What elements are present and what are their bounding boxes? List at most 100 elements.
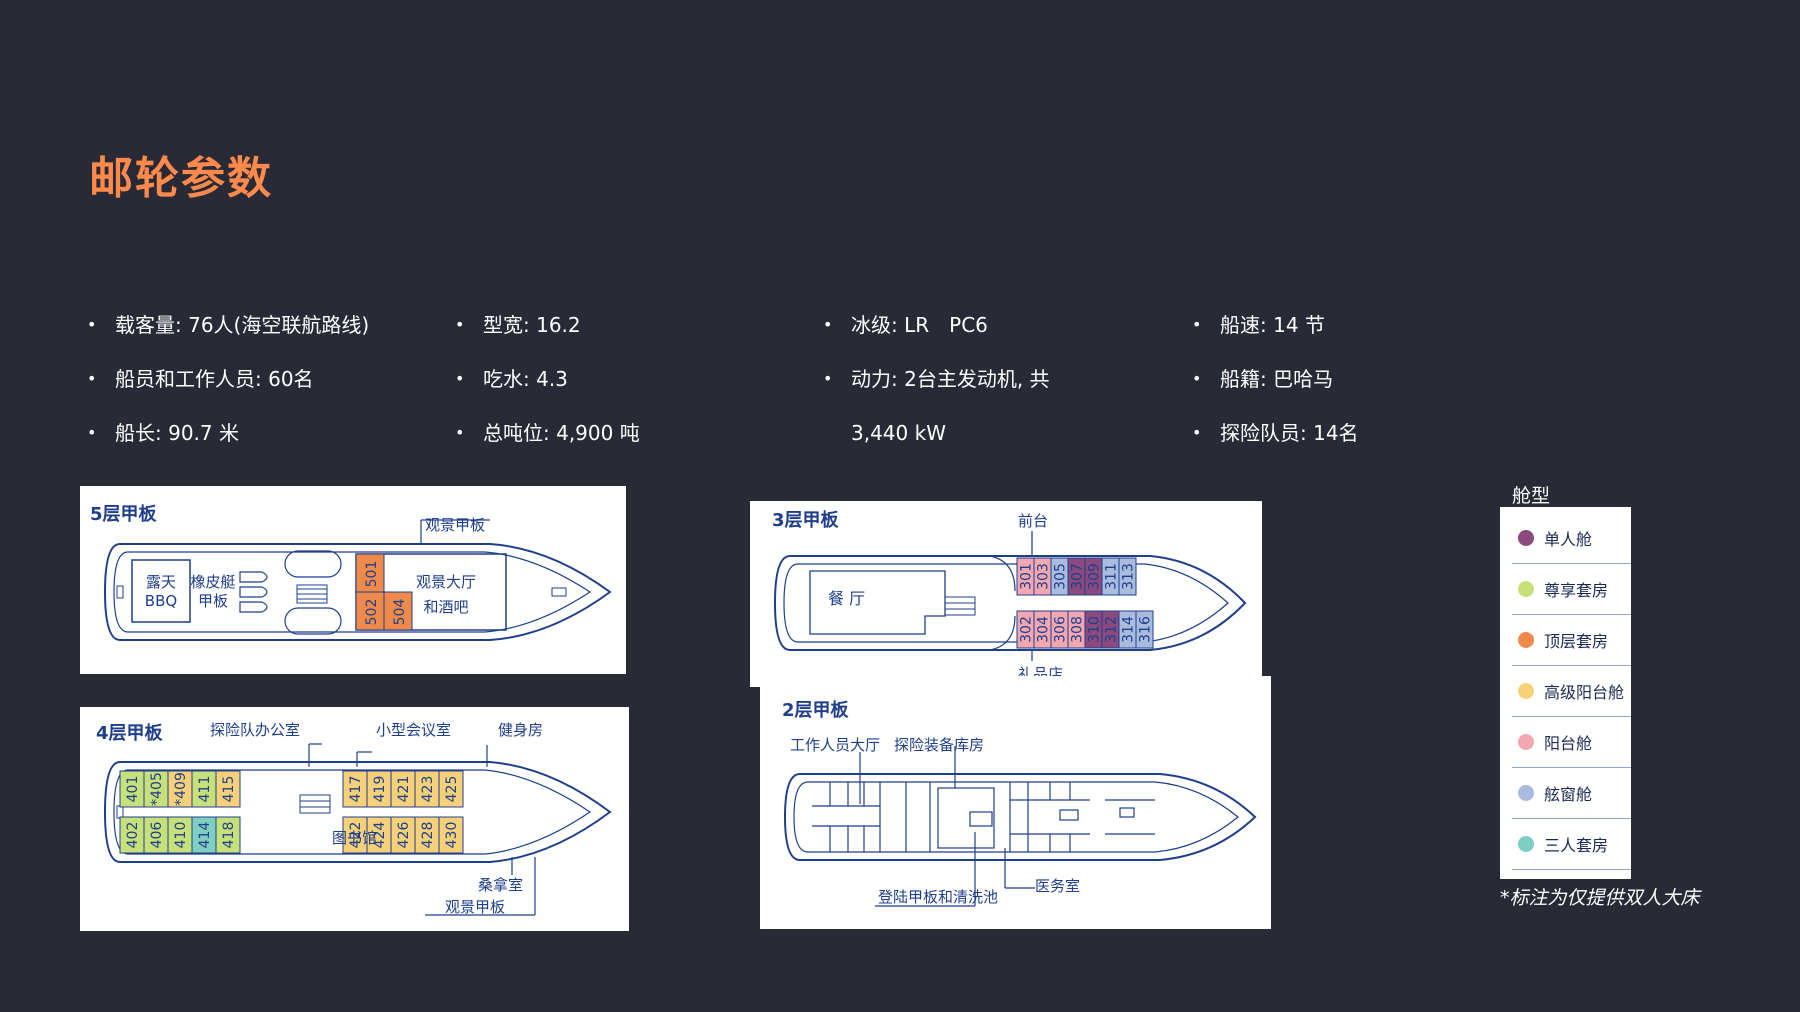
cabin-313[interactable]	[1118, 557, 1137, 596]
cabin-number: 415	[221, 776, 237, 803]
deck-title: 5层甲板	[90, 503, 158, 525]
cabin-421[interactable]	[390, 770, 416, 808]
cabin-316[interactable]	[1135, 610, 1154, 649]
boat-deck-label: 橡皮艇	[190, 573, 235, 591]
cabin-number: 308	[1070, 616, 1086, 643]
spec-column-2: •型宽: 16.2 •吃水: 4.3 •总吨位: 4,900 吨	[455, 308, 640, 470]
spec-item: •船长: 90.7 米	[87, 421, 239, 445]
cabin-426[interactable]	[390, 816, 416, 854]
spec-item: •动力: 2台主发动机, 共	[823, 367, 1050, 391]
legend-item-single: 单人舱	[1512, 513, 1631, 564]
deck-title: 4层甲板	[96, 722, 164, 744]
cabin-number: 307	[1070, 563, 1086, 590]
spec-column-3: •冰级: LR PC6 •动力: 2台主发动机, 共 3,440 kW	[823, 308, 1050, 470]
legend-swatch	[1518, 836, 1534, 852]
cabin-401[interactable]	[119, 770, 145, 808]
legend-swatch	[1518, 683, 1534, 699]
spec-item: •载客量: 76人(海空联航路线)	[87, 313, 370, 337]
cabin-424[interactable]	[366, 816, 392, 854]
restaurant-label: 餐 厅	[828, 589, 865, 608]
cabin-number: 302	[1019, 616, 1035, 643]
cabin-number: *405	[149, 772, 165, 806]
deck5-cabin-502[interactable]	[355, 591, 385, 631]
cabin-number: 304	[1036, 616, 1052, 643]
spec-item: •型宽: 16.2	[455, 313, 581, 337]
legend-item-porthole: 舷窗舱	[1512, 768, 1631, 819]
deck-title: 2层甲板	[782, 699, 850, 721]
deck5-cabin-504[interactable]	[383, 591, 413, 631]
legend-swatch	[1518, 785, 1534, 801]
deck-5-plan: 5层甲板 观景甲板 露天 BBQ 橡皮艇 甲板 观景大厅 和酒吧 501 502…	[90, 503, 612, 641]
cabin-number: 310	[1087, 616, 1103, 643]
deck-2-panel: 2层甲板 工作人员大厅 探险装备库房 登陆甲板和清洗池 医务室	[760, 676, 1271, 929]
cabin-425[interactable]	[438, 770, 464, 808]
cabin-number: 411	[197, 776, 213, 803]
cabin-number: 311	[1104, 563, 1120, 590]
cabin-number: 316	[1138, 616, 1154, 643]
cabin-422[interactable]	[342, 816, 368, 854]
cabin-number: *409	[173, 772, 189, 806]
cabin-number: 313	[1121, 563, 1137, 590]
cabin-number: 425	[444, 776, 460, 803]
legend-label: 尊享套房	[1544, 581, 1609, 600]
legend-swatch	[1518, 581, 1534, 597]
deck-title: 3层甲板	[772, 509, 840, 531]
spec-column-4: •船速: 14 节 •船籍: 巴哈马 •探险队员: 14名	[1192, 308, 1359, 470]
cabin-418[interactable]	[215, 816, 241, 854]
spec-item: •冰级: LR PC6	[823, 313, 988, 337]
cabin-number: 402	[125, 822, 141, 849]
legend-label: 单人舱	[1544, 530, 1593, 549]
viewing-deck-label: 观景甲板	[425, 516, 485, 534]
cabin-number: 422	[348, 822, 364, 849]
gym-label: 健身房	[498, 721, 543, 739]
cabin-number: 309	[1087, 563, 1103, 590]
viewing-deck-label: 观景甲板	[445, 898, 505, 916]
spec-item-continued: 3,440 kW	[851, 421, 946, 445]
boat-deck-label: 甲板	[198, 592, 228, 610]
sauna-label: 桑拿室	[478, 876, 523, 894]
spec-item: •船速: 14 节	[1192, 313, 1325, 337]
deck-5-panel: 5层甲板 观景甲板 露天 BBQ 橡皮艇 甲板 观景大厅 和酒吧 501 502…	[80, 486, 626, 674]
spec-item: •船员和工作人员: 60名	[87, 367, 314, 391]
cabin-number: 418	[221, 822, 237, 849]
cabin-405[interactable]	[143, 770, 169, 808]
legend-item-top-suite: 顶层套房	[1512, 615, 1631, 666]
cabin-number: 419	[372, 776, 388, 803]
cabin-number: 312	[1104, 616, 1120, 643]
cabin-number: 305	[1053, 563, 1069, 590]
cabin-402[interactable]	[119, 816, 145, 854]
cabin-415[interactable]	[215, 770, 241, 808]
library-label: 图书馆	[332, 829, 377, 847]
cabin-428[interactable]	[414, 816, 440, 854]
cabin-430[interactable]	[438, 816, 464, 854]
bbq-label: 露天	[146, 573, 176, 591]
legend-item-superior-balcony: 高级阳台舱	[1512, 666, 1631, 717]
legend-item-balcony: 阳台舱	[1512, 717, 1631, 768]
cabin-number: 423	[420, 776, 436, 803]
cabin-number: 410	[173, 822, 189, 849]
cabin-number: 428	[420, 822, 436, 849]
legend-item-triple: 三人套房	[1512, 819, 1631, 870]
landing-deck-label: 登陆甲板和清洗池	[878, 888, 998, 906]
cabin-417[interactable]	[342, 770, 368, 808]
legend-title: 舱型	[1512, 485, 1551, 507]
spec-column-1: •载客量: 76人(海空联航路线) •船员和工作人员: 60名 •船长: 90.…	[87, 308, 369, 470]
reception-label: 前台	[1018, 512, 1048, 530]
legend-item-premium: 尊享套房	[1512, 564, 1631, 615]
spec-item: •船籍: 巴哈马	[1192, 367, 1334, 391]
cabin-406[interactable]	[143, 816, 169, 854]
cabin-410[interactable]	[167, 816, 193, 854]
expedition-office-label: 探险队办公室	[210, 721, 300, 739]
cabin-411[interactable]	[191, 770, 217, 808]
deck5-cabin-501[interactable]	[355, 553, 385, 593]
cabin-number: 306	[1053, 616, 1069, 643]
meeting-room-label: 小型会议室	[376, 721, 451, 739]
legend-label: 阳台舱	[1544, 734, 1593, 753]
legend-label: 高级阳台舱	[1544, 683, 1625, 702]
crew-lounge-label: 工作人员大厅	[790, 736, 880, 754]
cabin-number: 406	[149, 822, 165, 849]
legend-swatch	[1518, 632, 1534, 648]
